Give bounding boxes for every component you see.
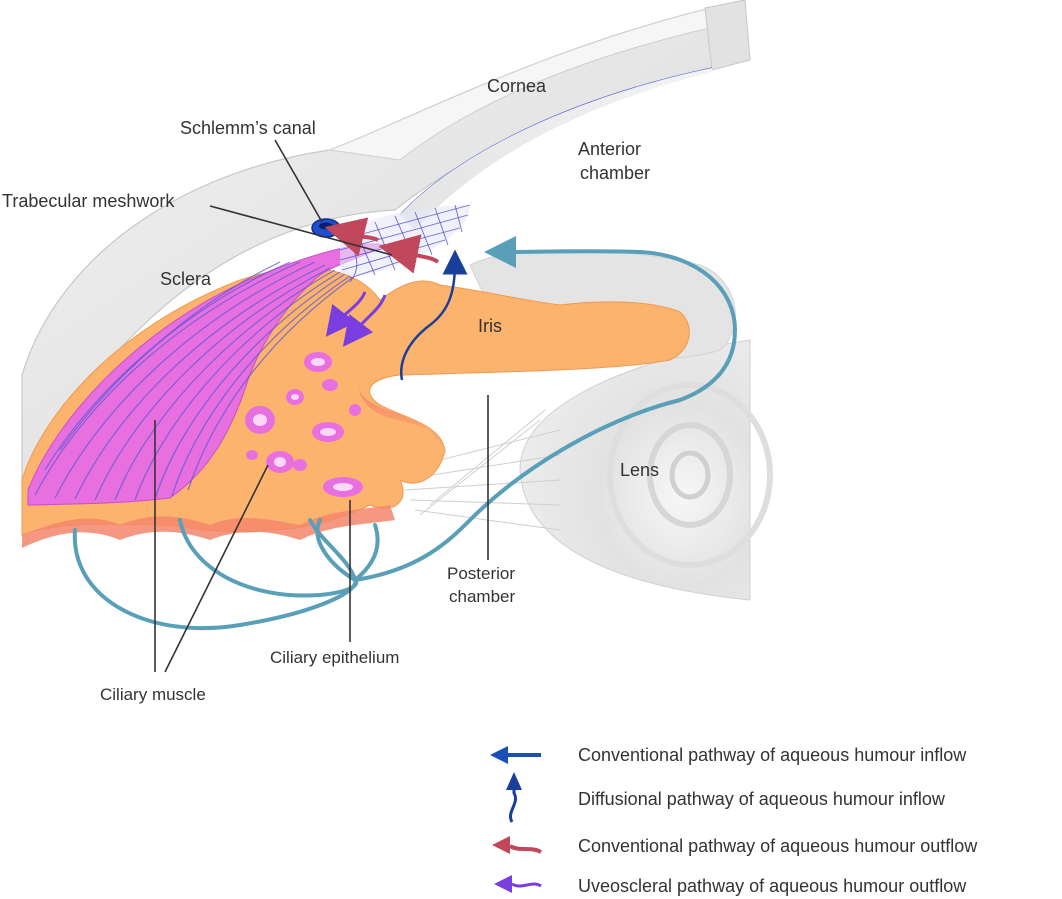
trabecular-meshwork-label: Trabecular meshwork — [2, 191, 175, 211]
legend-item: Uveoscleral pathway of aqueous humour ou… — [494, 875, 967, 896]
posterior-chamber-label-line2: chamber — [449, 587, 515, 606]
ciliary-processes — [245, 352, 363, 497]
legend-label: Uveoscleral pathway of aqueous humour ou… — [578, 876, 967, 896]
ciliary-muscle-label: Ciliary muscle — [100, 685, 206, 704]
legend-label: Conventional pathway of aqueous humour o… — [578, 836, 978, 856]
lens-label: Lens — [620, 460, 659, 480]
cornea-label: Cornea — [487, 76, 547, 96]
legend: Conventional pathway of aqueous humour i… — [490, 745, 978, 896]
schlemms-canal-label: Schlemm’s canal — [180, 118, 316, 138]
legend-item: Diffusional pathway of aqueous humour in… — [506, 772, 946, 823]
legend-label: Conventional pathway of aqueous humour i… — [578, 745, 967, 765]
ciliary-epithelium-label: Ciliary epithelium — [270, 648, 399, 667]
purple-arrow-icon — [494, 875, 542, 893]
straight-arrow-icon — [490, 746, 541, 764]
legend-label: Diffusional pathway of aqueous humour in… — [578, 789, 946, 809]
sclera-label: Sclera — [160, 269, 212, 289]
red-arrow-icon — [492, 836, 542, 854]
leader-lines — [154, 139, 489, 673]
wavy-up-arrow-icon — [506, 772, 522, 823]
anterior-chamber-label-line2: chamber — [580, 163, 650, 183]
legend-item: Conventional pathway of aqueous humour o… — [492, 836, 978, 856]
ciliary-vessels — [72, 235, 738, 631]
iris-label: Iris — [478, 316, 502, 336]
lens — [519, 339, 773, 601]
sclera-cornea-shell — [21, 0, 751, 488]
pathway-arrows — [324, 217, 468, 381]
posterior-chamber-label-line1: Posterior — [447, 564, 515, 583]
ciliary-muscle — [27, 243, 387, 506]
trabecular-meshwork — [339, 204, 471, 283]
anterior-chamber-label-line1: Anterior — [578, 139, 641, 159]
legend-item: Conventional pathway of aqueous humour i… — [490, 745, 967, 765]
